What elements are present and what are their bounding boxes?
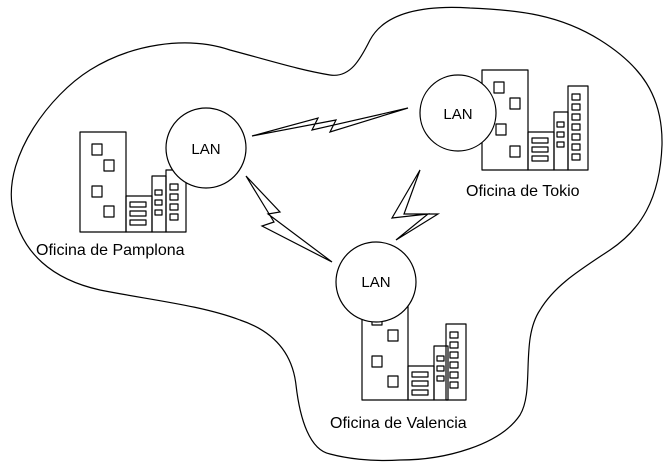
lightning-bolt-icon	[390, 169, 441, 241]
lan-valencia-label: LAN	[361, 274, 390, 291]
office-valencia-label: Oficina de Valencia	[330, 415, 467, 432]
lan-pamplona-label: LAN	[191, 141, 220, 158]
lan-pamplona-icon	[165, 107, 247, 189]
office-pamplona-label: Oficina de Pamplona	[36, 242, 185, 259]
lightning-bolt-icon	[245, 175, 333, 263]
building-tokio-icon	[481, 69, 589, 171]
lightning-bolt-icon	[251, 107, 409, 137]
lan-tokio-label: LAN	[443, 106, 472, 123]
lan-tokio-icon	[419, 74, 497, 152]
building-pamplona-icon	[79, 131, 187, 233]
cloud-outline	[10, 6, 663, 462]
office-tokio-label: Oficina de Tokio	[466, 183, 580, 200]
lan-valencia-icon	[335, 241, 417, 323]
